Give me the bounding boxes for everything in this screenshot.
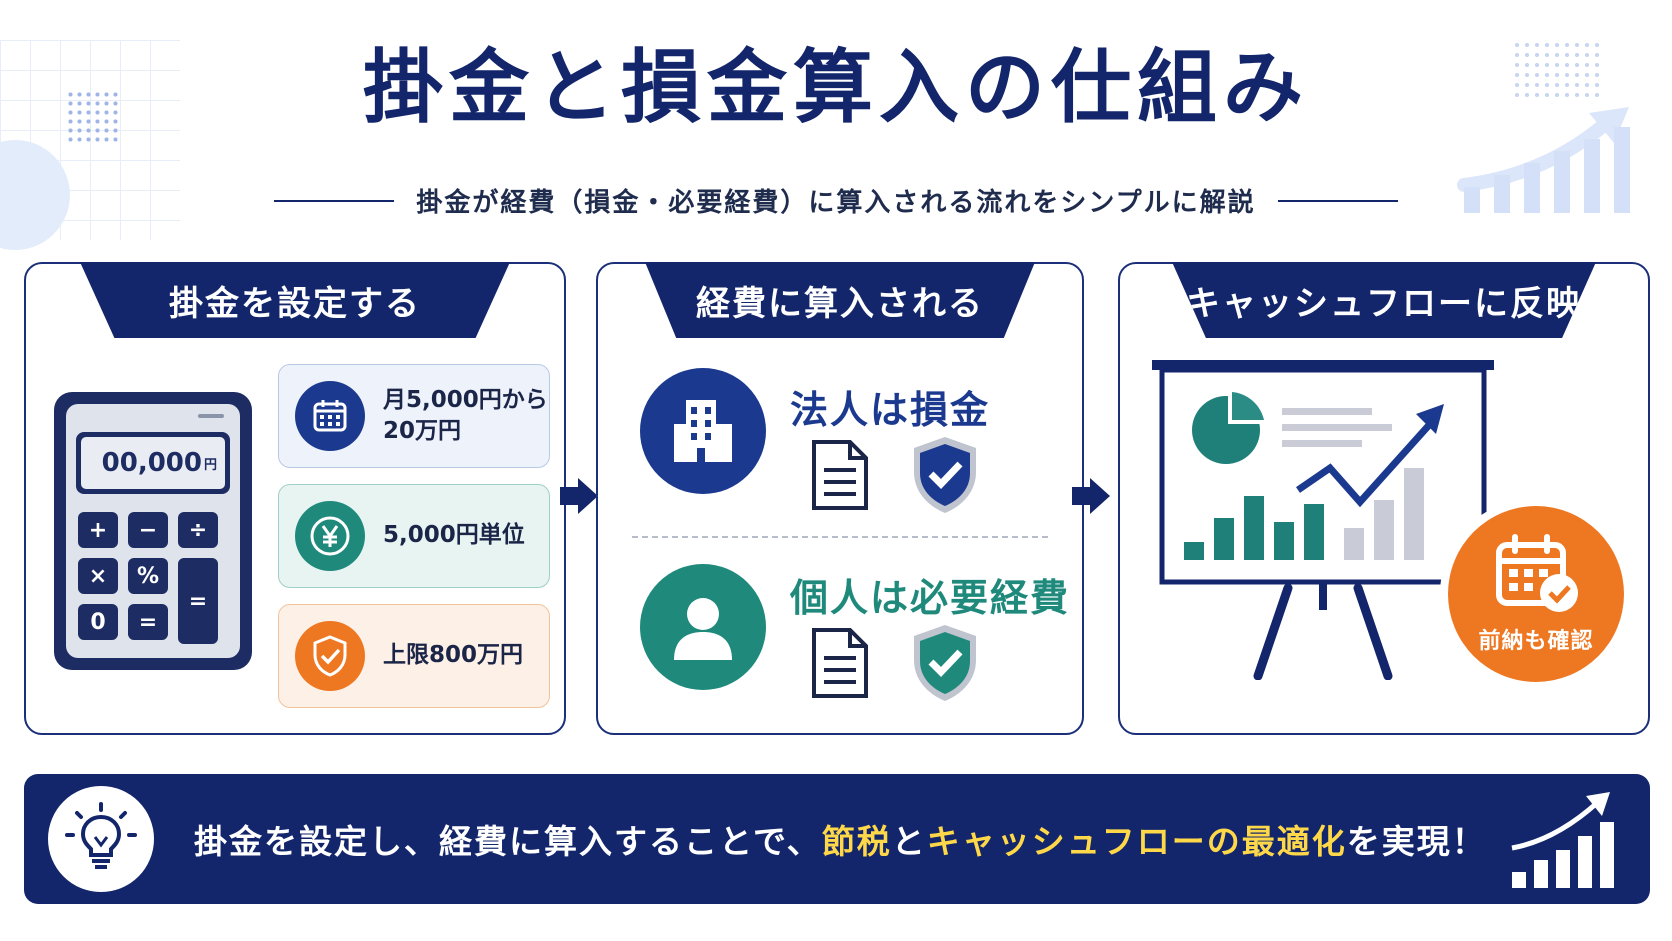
calc-key-plus: +	[78, 512, 118, 548]
calculator-display-unit: 円	[203, 457, 217, 473]
background-dots-right	[1512, 40, 1602, 100]
shield-check-icon	[914, 437, 976, 513]
info-monthly-range-text: 月5,000円から 20万円	[383, 385, 548, 447]
person-icon	[640, 564, 766, 690]
yen-coin-icon	[295, 501, 365, 571]
document-icon	[812, 628, 868, 698]
presentation-chart-icon	[1152, 360, 1494, 680]
calendar-check-icon	[1496, 534, 1578, 612]
building-icon	[640, 368, 766, 494]
summary-text-mid: と	[891, 822, 927, 861]
step1-heading: 掛金を設定する	[80, 262, 510, 338]
prepayment-label: 前納も確認	[1478, 629, 1594, 654]
info-limit-text: 上限800万円	[383, 642, 524, 669]
info-unit: 5,000円単位	[278, 484, 550, 588]
info-limit: 上限800万円	[278, 604, 550, 708]
shield-check-icon	[914, 625, 976, 701]
highlight-cashflow: キャッシュフローの最適化	[926, 822, 1347, 861]
info-unit-text: 5,000円単位	[383, 522, 525, 549]
summary-banner: 掛金を設定し、経費に算入することで、節税とキャッシュフローの最適化を実現！	[24, 774, 1650, 904]
calc-key-divide: ÷	[178, 512, 218, 548]
divider	[632, 536, 1048, 538]
subtitle-line-right	[1277, 199, 1398, 202]
calculator-solar-strip	[198, 414, 224, 418]
arrow-right-icon	[560, 478, 598, 514]
summary-text-before: 掛金を設定し、経費に算入することで、	[194, 822, 822, 861]
calc-key-equals-tall: =	[178, 558, 218, 644]
document-icon	[812, 440, 868, 510]
subtitle: 掛金が経費（損金・必要経費）に算入される流れをシンプルに解説	[416, 188, 1256, 218]
shield-check-icon	[295, 621, 365, 691]
calc-key-zero: 0	[78, 604, 118, 640]
info-monthly-range-line1: 月5,000円から	[383, 386, 548, 413]
step3-heading: キャッシュフローに反映	[1172, 262, 1596, 338]
background-dots	[66, 90, 118, 142]
step-cashflow-panel: キャッシュフローに反映 前納も確認	[1118, 262, 1650, 735]
background-growth-icon	[1457, 107, 1630, 213]
step-expense-panel: 経費に算入される 法人は損金 個人は必要経費	[596, 262, 1084, 735]
subtitle-row: 掛金が経費（損金・必要経費）に算入される流れをシンプルに解説	[0, 182, 1672, 219]
calculator-display-value: 00,000	[101, 448, 202, 478]
summary-text-after: を実現！	[1346, 822, 1487, 861]
lightbulb-icon	[48, 786, 154, 892]
individual-label: 個人は必要経費	[790, 576, 1071, 620]
subtitle-line-left	[274, 199, 395, 202]
info-monthly-range: 月5,000円から 20万円	[278, 364, 550, 468]
calc-key-minus: −	[128, 512, 168, 548]
calc-key-percent: %	[128, 558, 168, 594]
summary-text: 掛金を設定し、経費に算入することで、節税とキャッシュフローの最適化を実現！	[194, 774, 1487, 904]
prepayment-badge: 前納も確認	[1448, 506, 1624, 682]
corporate-label: 法人は損金	[790, 388, 991, 432]
growth-chart-icon	[1511, 792, 1614, 888]
calc-key-equals: =	[128, 604, 168, 640]
calendar-icon	[295, 381, 365, 451]
highlight-tax-saving: 節税	[821, 822, 892, 861]
page-title: 掛金と損金算入の仕組み	[363, 41, 1309, 134]
arrow-right-icon	[1072, 478, 1110, 514]
calc-key-multiply: ×	[78, 558, 118, 594]
info-monthly-range-line2: 20万円	[383, 418, 462, 444]
step2-heading: 経費に算入される	[645, 262, 1035, 338]
